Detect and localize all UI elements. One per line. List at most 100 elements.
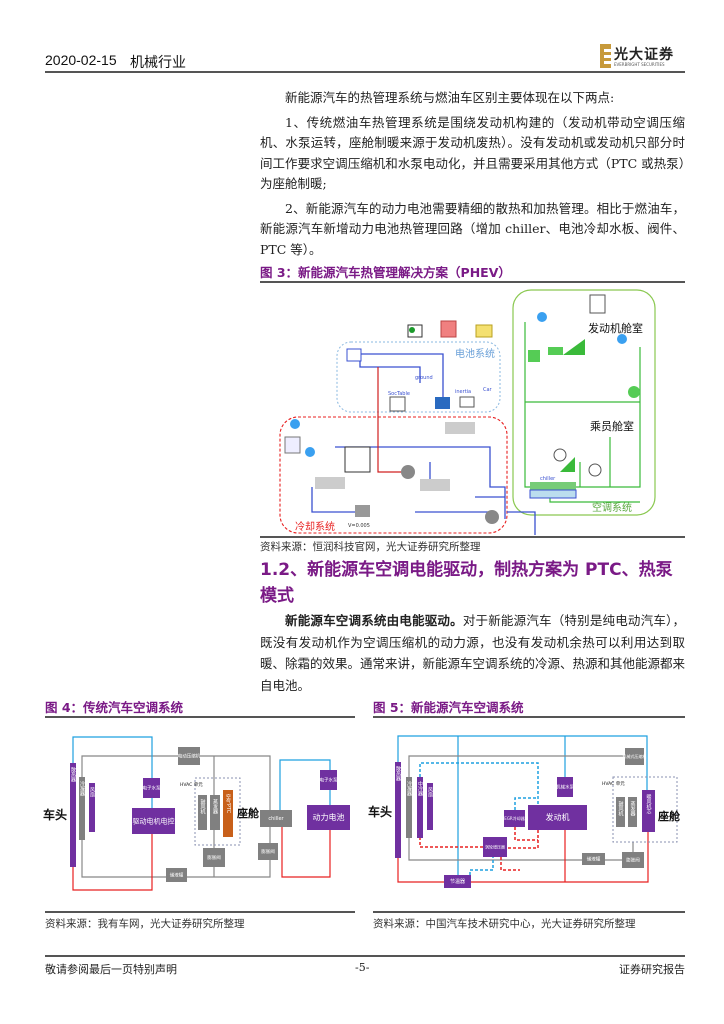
evap-label: 蒸发器 xyxy=(630,800,636,817)
evap-box xyxy=(628,797,637,827)
flow-line xyxy=(281,827,331,878)
valve1-box xyxy=(258,843,278,860)
volume-label: V=0.005 xyxy=(348,523,370,529)
pipe-icon xyxy=(548,347,563,355)
soc-table-icon xyxy=(389,396,406,412)
tank-label: 储液罐 xyxy=(587,856,601,863)
pump1-box xyxy=(143,778,160,798)
page-number: -5- xyxy=(355,961,370,974)
valve-table-icon xyxy=(445,422,475,434)
hvac-label: HVAC 单元 xyxy=(602,780,625,787)
flow-line xyxy=(72,736,153,778)
valve1-label: 膨胀阀 xyxy=(261,848,275,855)
evap-box xyxy=(210,795,220,830)
front-label: 车头 xyxy=(43,807,67,822)
heater-box xyxy=(642,790,655,832)
intercooler-label: 中冷器 xyxy=(417,780,423,797)
fig4-top-divider xyxy=(45,716,355,718)
cabin-label: 座舱 xyxy=(236,806,260,820)
fig3-source: 资料来源：恒润科技官网，光大证券研究所整理 xyxy=(260,541,481,553)
coolant-lines xyxy=(311,353,536,535)
company-logo: 光大证券 EVERBRIGHT SECURITIES xyxy=(600,44,690,70)
fig4-title: 图 4：传统汽车空调系统 xyxy=(45,700,184,715)
flow-line xyxy=(514,827,538,841)
egr-label: EGR冷却器 xyxy=(504,815,524,821)
flow-line xyxy=(81,755,271,810)
soc-table-label: SocTable xyxy=(388,391,410,397)
gauge-icon xyxy=(588,463,602,477)
radiator-label: 散热器 xyxy=(395,765,401,782)
valve-box xyxy=(622,852,644,868)
flow-line xyxy=(469,857,494,875)
sensor-icon xyxy=(290,419,300,429)
motor-label: 驱动电机电控 xyxy=(133,816,175,825)
ramp-icon xyxy=(589,294,606,314)
ground-label: ground xyxy=(415,375,433,381)
summary-icon xyxy=(475,324,493,338)
ramp-icon xyxy=(284,436,301,454)
condenser-box xyxy=(79,777,85,840)
flow-line xyxy=(81,777,271,878)
sensor-icon xyxy=(305,447,315,457)
fig4-diagram: 散热器冷凝器风扇电子水泵驱动电机电控电动压缩机鼓风机蒸发器空气PTCchille… xyxy=(43,736,350,891)
section-text: 对于新能源汽车（特别是纯电动汽车），既没有发动机作为空调压缩机的动力源，也没有发… xyxy=(260,613,686,693)
inertia-icon xyxy=(459,396,475,408)
industry-label: 机械行业 xyxy=(130,55,186,71)
blower-box xyxy=(198,795,207,830)
tank-box xyxy=(582,853,605,865)
fig5-diagram: 散热器冷凝器中冷器风扇机械水泵发动机EGR冷却器涡轮增压器节温器储液罐膨胀阀机械… xyxy=(368,735,681,888)
fig3-top-divider xyxy=(260,281,685,283)
heat-exchanger-icon xyxy=(344,446,371,473)
fig3-diagram: 电池系统 发动机舱室 乘员舱室 空调系统 冷却系统 ground inertia… xyxy=(279,289,656,535)
condenser-icon xyxy=(563,339,585,355)
fig5-bottom-divider xyxy=(373,911,685,913)
valve-table-icon xyxy=(315,477,345,489)
evap-label: 蒸发器 xyxy=(212,798,218,815)
radiator-label: 散热器 xyxy=(70,766,76,783)
chiller-top xyxy=(530,482,576,490)
fan-label: 风扇 xyxy=(427,787,433,798)
blower-label: 鼓风机 xyxy=(618,800,624,817)
flow-line xyxy=(72,834,153,891)
footer-divider xyxy=(45,955,685,957)
chiller-bottom xyxy=(529,489,577,499)
compressor-box xyxy=(625,748,644,765)
battery-system-label: 电池系统 xyxy=(455,347,495,360)
radiator-box xyxy=(395,762,401,858)
section-lead: 新能源车空调系统由电能驱动。 xyxy=(285,613,463,628)
fig5-source: 资料来源：中国汽车技术研究中心，光大证券研究所整理 xyxy=(373,918,636,930)
fig3-title: 图 3：新能源汽车热管理解决方案（PHEV） xyxy=(260,265,511,280)
cabin-label: 座舱 xyxy=(657,809,681,823)
turbo-label: 涡轮增压器 xyxy=(485,843,505,849)
logo-text: 光大证券 xyxy=(614,47,674,63)
compressor-label: 机械式压缩机 xyxy=(623,753,647,759)
battery-icon xyxy=(346,348,362,362)
battery-label: 动力电池 xyxy=(313,812,345,822)
flow-line xyxy=(419,762,539,805)
tank-label: 储液罐 xyxy=(170,872,184,879)
turbo-box xyxy=(483,837,507,857)
report-date: 2020-02-15 xyxy=(45,52,117,68)
fig3-bottom-divider xyxy=(260,536,685,538)
ptc-box xyxy=(223,790,233,837)
footer-disclaimer: 敬请参阅最后一页特别声明 xyxy=(45,963,177,976)
thermostat-label: 节温器 xyxy=(450,878,465,885)
logo-subtext: EVERBRIGHT SECURITIES xyxy=(614,62,665,67)
condenser-box xyxy=(406,777,412,838)
pump-icon xyxy=(401,465,415,479)
blower-box xyxy=(616,797,625,827)
cabin-label: 乘员舱室 xyxy=(590,419,634,433)
fig4-bottom-divider xyxy=(45,911,355,913)
hvac-label: HVAC 单元 xyxy=(180,781,203,788)
thermostat-box xyxy=(444,875,471,888)
chiller-label: chiller xyxy=(268,816,284,822)
body-text: 新能源汽车的热管理系统与燃油车区别主要体现在以下两点: 1、传统燃油车热管理系统… xyxy=(260,88,685,260)
point2-paragraph: 2、新能源汽车的动力电池需要精细的散热和加热管理。相比于燃油车，新能源汽车新增动… xyxy=(260,200,685,257)
compressor-icon xyxy=(628,386,640,398)
cooling-system-label: 冷却系统 xyxy=(295,520,335,533)
section-body: 新能源车空调系统由电能驱动。对于新能源汽车（特别是纯电动汽车），既没有发动机作为… xyxy=(260,610,685,696)
tank-box xyxy=(166,868,187,882)
cooling-system-region xyxy=(279,416,508,534)
front-label: 车头 xyxy=(368,804,392,819)
chiller-box xyxy=(260,810,292,827)
